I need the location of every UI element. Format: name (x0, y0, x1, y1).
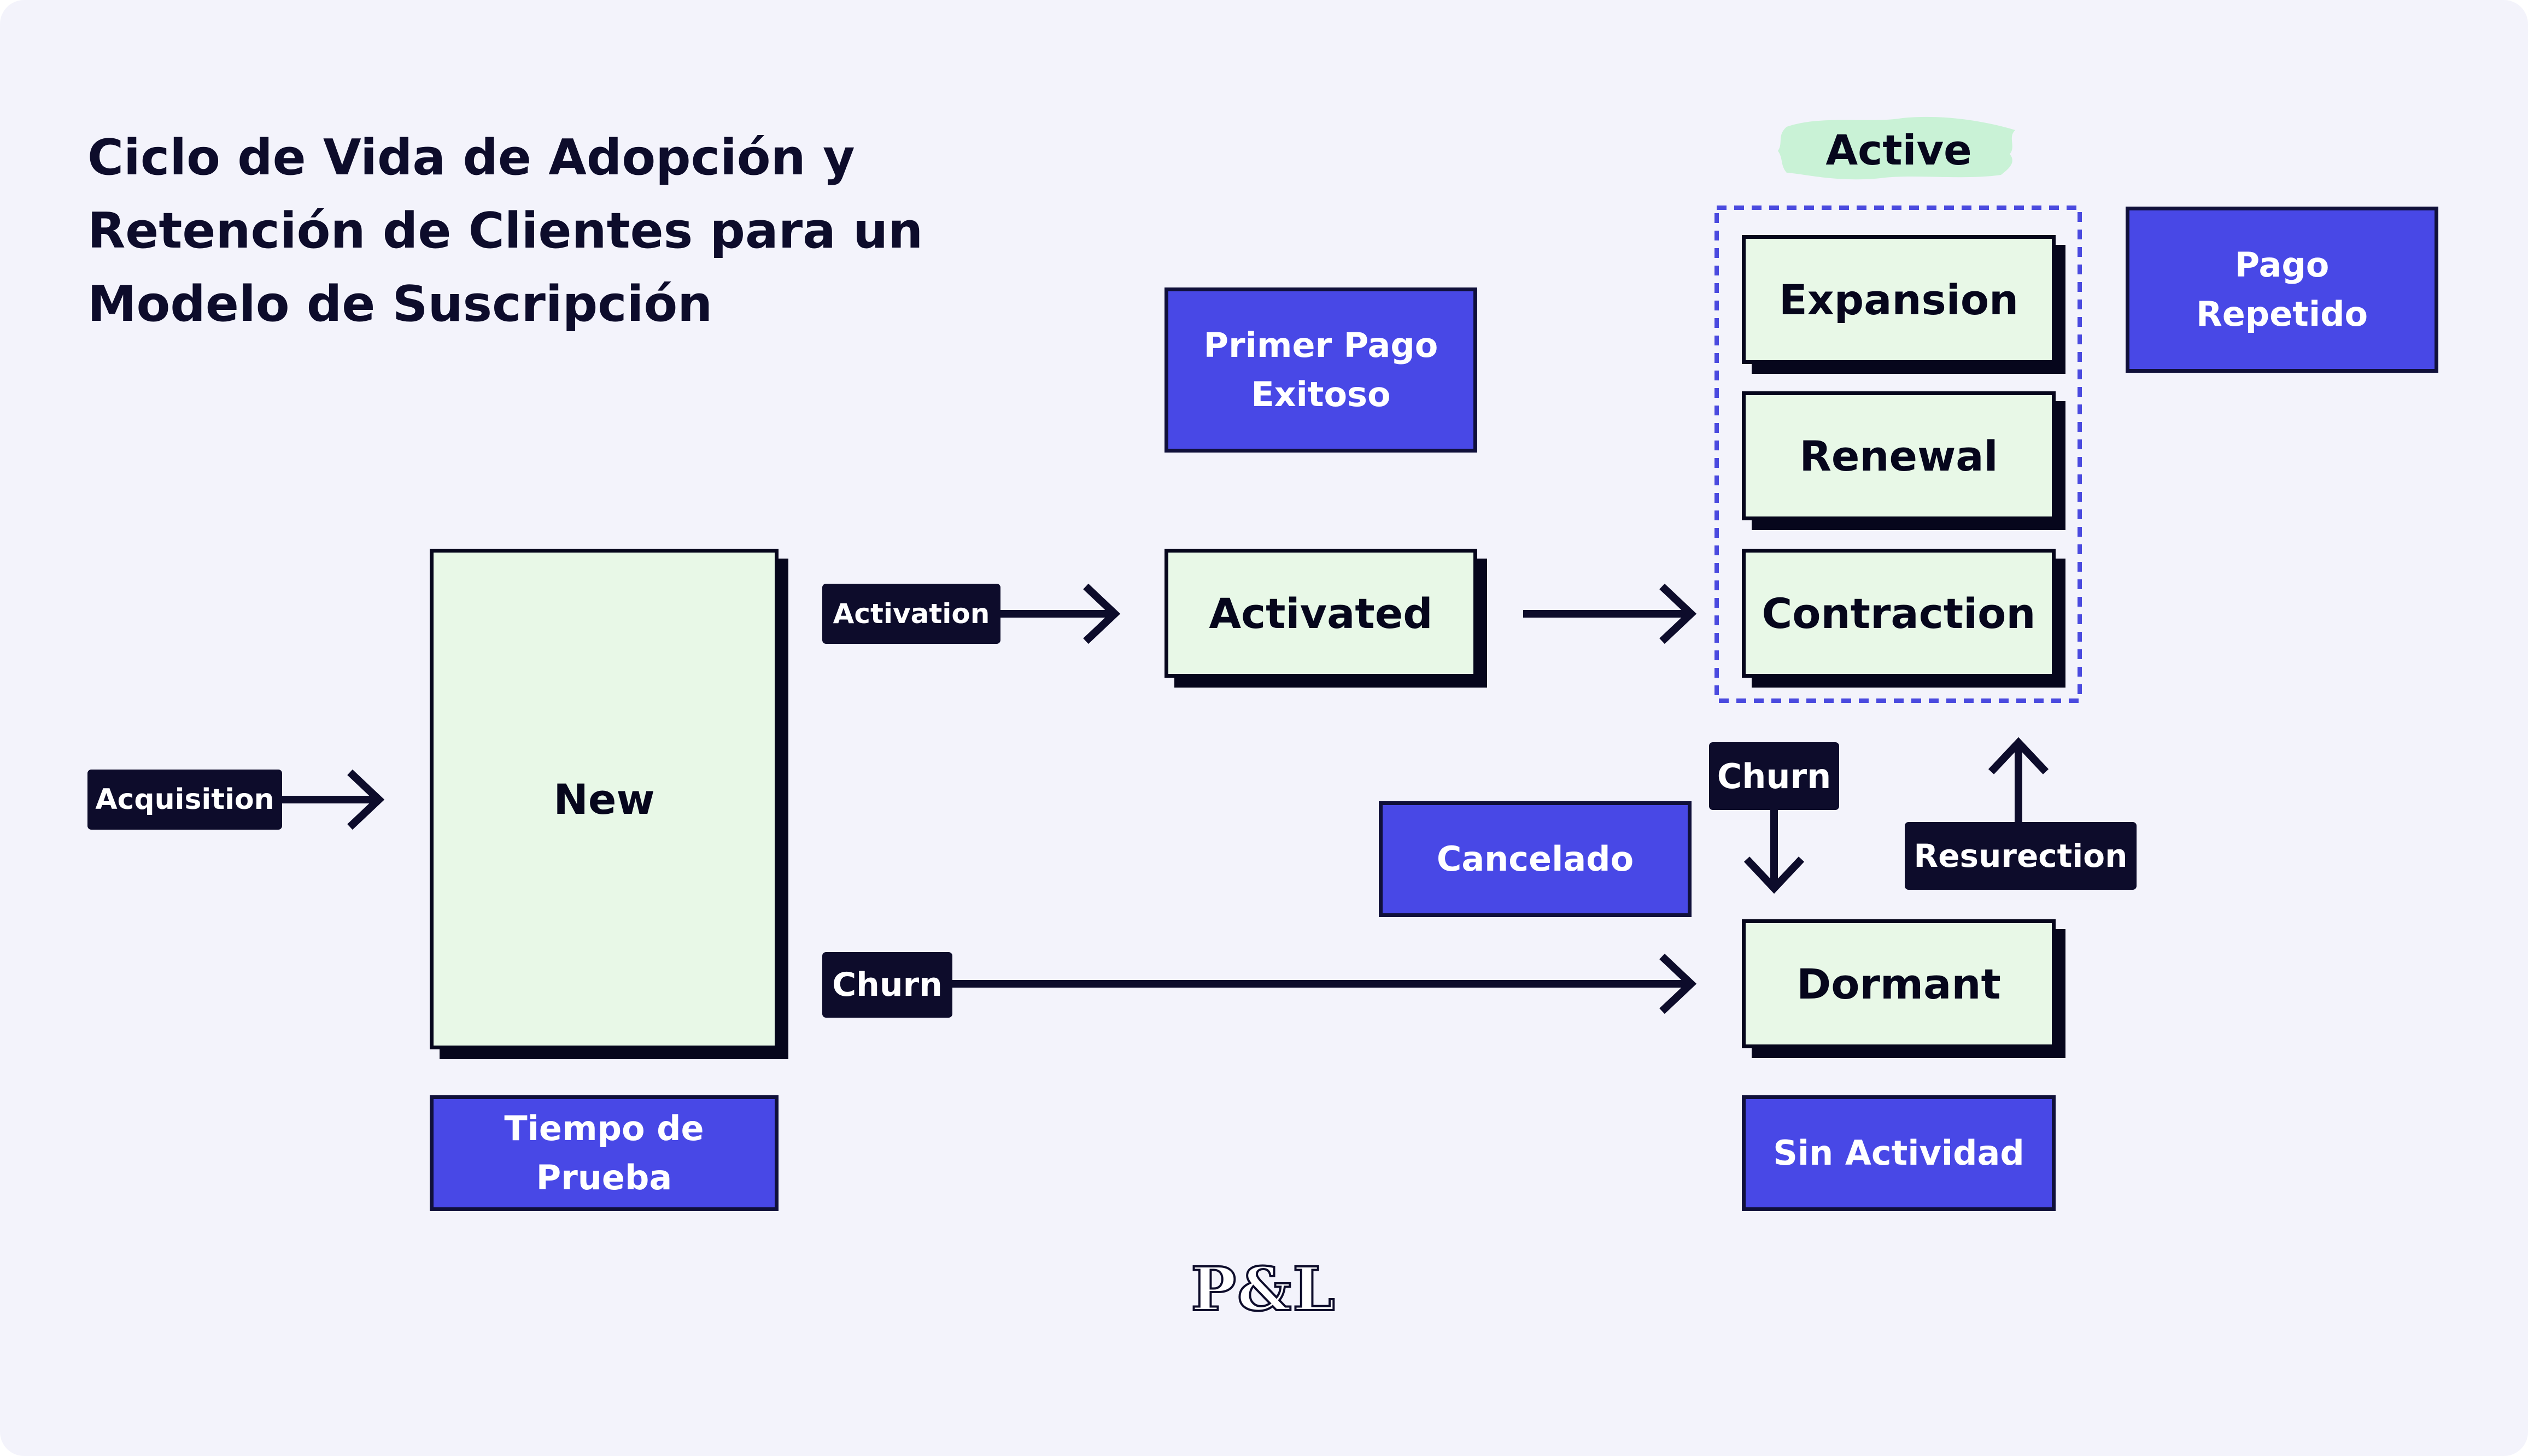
tag-activation-label: Activation (833, 598, 990, 630)
tag-resurection-label: Resurection (1913, 837, 2128, 874)
stage-activated: Activated (1164, 549, 1477, 678)
tag-churn-from-new-label: Churn (832, 966, 943, 1004)
stage-renewal-label: Renewal (1799, 431, 1998, 480)
active-group-label: Active (1825, 125, 1972, 174)
tag-churn-from-active-label: Churn (1717, 756, 1831, 796)
tag-acquisition: Acquisition (87, 770, 282, 830)
note-tiempo-de-prueba-label: Tiempo de Prueba (504, 1108, 704, 1197)
stage-activated-label: Activated (1209, 589, 1433, 638)
churn-active-arrowhead (1743, 856, 1805, 894)
churn-new-arrowhead (1659, 953, 1697, 1014)
note-primer-pago-line-2: Exitoso (1251, 374, 1391, 414)
stage-expansion: Expansion (1742, 235, 2056, 364)
tag-churn-from-new: Churn (822, 952, 952, 1018)
note-cancelado-label: Cancelado (1436, 839, 1634, 879)
title-line-3: Modelo de Suscripción (87, 275, 713, 333)
brand-logo: P&L (1190, 1253, 1336, 1325)
stage-new-label: New (553, 774, 655, 824)
active-group-boundary (1714, 206, 2082, 703)
note-cancelado: Cancelado (1379, 801, 1692, 917)
note-primer-pago-line-1: Primer Pago (1203, 325, 1438, 365)
note-primer-pago-exitoso: Primer Pago Exitoso (1164, 287, 1477, 453)
acquisition-arrowhead (347, 769, 385, 830)
stage-contraction: Contraction (1742, 549, 2056, 678)
stage-expansion-label: Expansion (1778, 275, 2019, 324)
tag-activation: Activation (822, 584, 1000, 644)
resurection-arrowhead (1988, 737, 2049, 774)
stage-contraction-label: Contraction (1762, 589, 2036, 638)
note-pago-repetido-line-2: Repetido (2196, 294, 2368, 334)
note-pago-repetido: Pago Repetido (2126, 207, 2438, 373)
note-sin-actividad: Sin Actividad (1742, 1095, 2056, 1211)
stage-dormant: Dormant (1742, 919, 2056, 1048)
activation-arrowhead (1083, 583, 1121, 644)
stage-renewal: Renewal (1742, 391, 2056, 520)
note-pago-repetido-line-1: Pago (2234, 245, 2330, 285)
stage-new: New (430, 549, 779, 1049)
stage-dormant-label: Dormant (1796, 959, 2001, 1008)
note-tiempo-de-prueba: Tiempo de Prueba (430, 1095, 779, 1211)
title-line-1: Ciclo de Vida de Adopción y (87, 129, 855, 186)
diagram-title: Ciclo de Vida de Adopción y Retención de… (87, 121, 973, 341)
tag-resurection: Resurection (1905, 822, 2137, 890)
tag-acquisition-label: Acquisition (95, 783, 274, 816)
title-line-2: Retención de Clientes para un (87, 202, 923, 260)
note-sin-actividad-label: Sin Actividad (1773, 1133, 2024, 1173)
tag-churn-from-active: Churn (1709, 742, 1839, 810)
activated-to-active-arrowhead (1659, 583, 1697, 644)
active-highlight-blob (1778, 116, 2015, 180)
